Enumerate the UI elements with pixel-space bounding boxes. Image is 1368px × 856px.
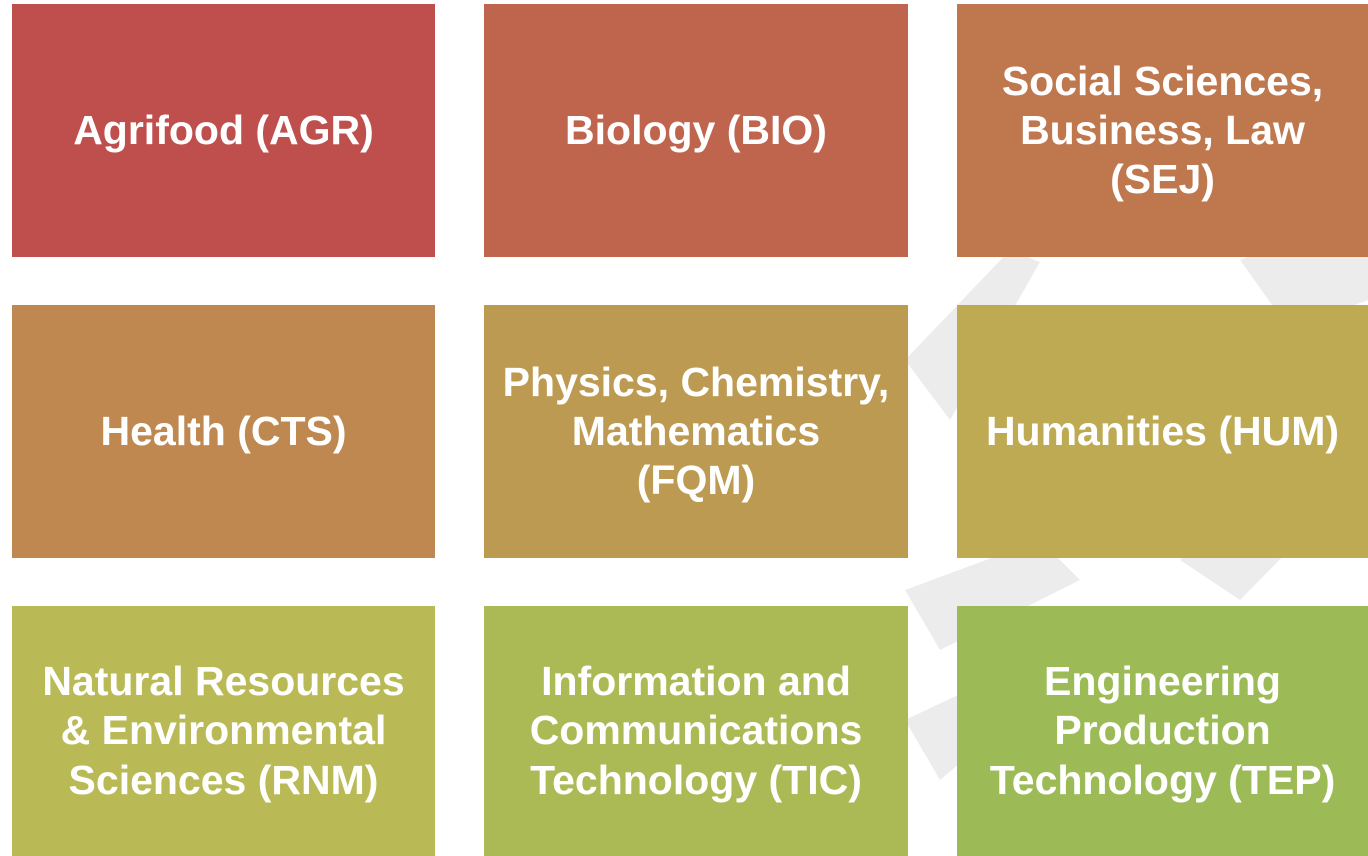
tile-engineering-production: Engineering Production Technology (TEP) [957, 606, 1368, 856]
tile-humanities: Humanities (HUM) [957, 305, 1368, 558]
tile-agrifood: Agrifood (AGR) [12, 4, 435, 257]
tile-social-sciences: Social Sciences, Business, Law (SEJ) [957, 4, 1368, 257]
tile-information-communications: Information and Communications Technolog… [484, 606, 908, 856]
tile-health: Health (CTS) [12, 305, 435, 558]
tile-natural-resources: Natural Resources & Environmental Scienc… [12, 606, 435, 856]
tile-biology: Biology (BIO) [484, 4, 908, 257]
tile-physics-chemistry-mathematics: Physics, Chemistry, Mathematics (FQM) [484, 305, 908, 558]
